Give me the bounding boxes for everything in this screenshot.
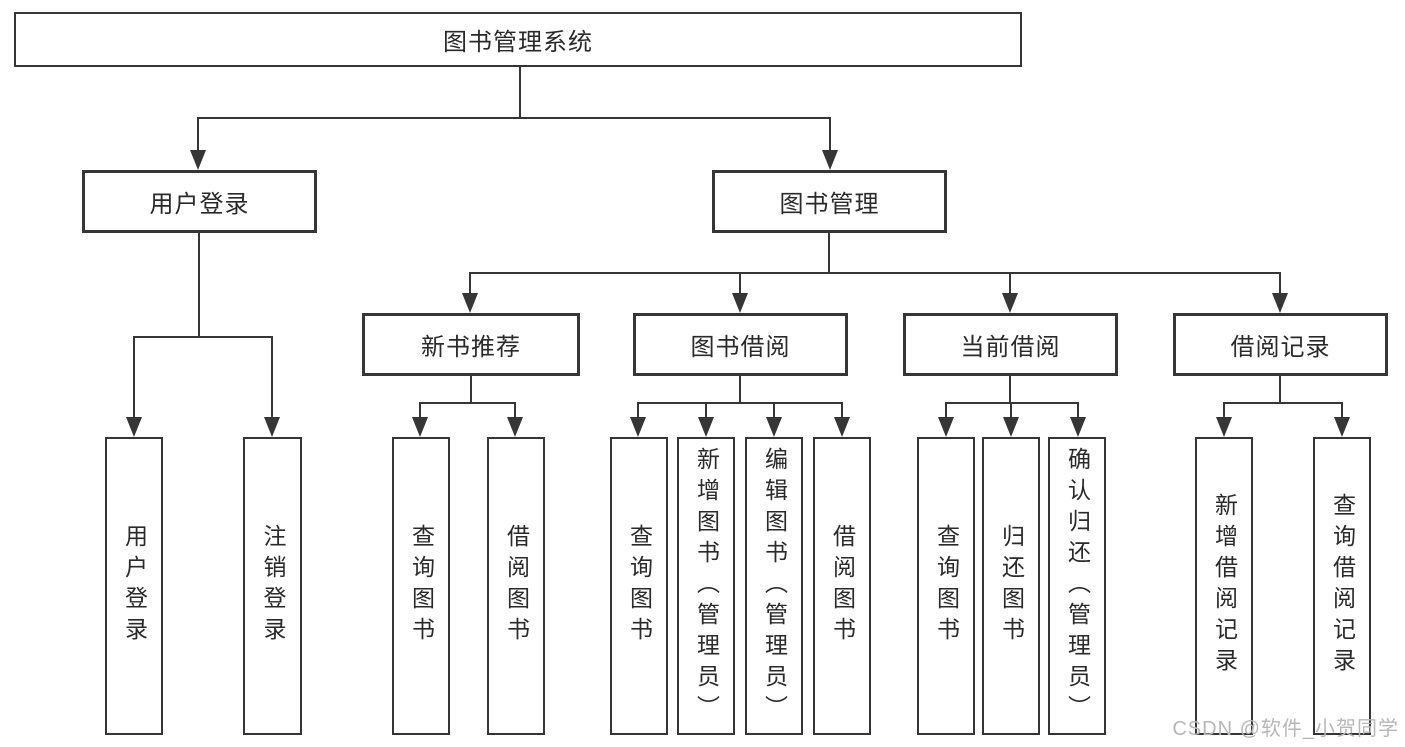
leaf-query-books-recommend-label: 查询图书 [408,524,435,648]
node-book-borrowing-label: 图书借阅 [690,334,791,361]
node-book-borrowing: 图书借阅 [633,313,848,376]
node-user-login-label: 用户登录 [149,191,250,218]
arrow-down-icon [766,417,782,437]
connector-line [841,402,843,419]
leaf-query-books-borrowing: 查询图书 [610,437,668,735]
node-book-management-label: 图书管理 [779,191,880,218]
leaf-borrow-books-label: 借阅图书 [829,524,856,648]
connector-line [419,402,421,419]
arrow-down-icon [190,150,206,170]
node-borrowing-records: 借阅记录 [1173,313,1388,376]
connector-line [945,402,947,419]
node-root-label: 图书管理系统 [443,29,593,56]
leaf-query-books-current-label: 查询图书 [933,524,960,648]
leaf-borrow-books: 借阅图书 [813,437,871,735]
arrow-down-icon [462,293,478,313]
arrow-down-icon [822,150,838,170]
connector-line [1223,402,1225,419]
leaf-add-borrow-record: 新增借阅记录 [1195,437,1253,735]
connector-line [419,402,516,404]
connector-line [1279,272,1281,296]
arrow-down-icon [834,417,850,437]
connector-line [739,376,741,404]
leaf-query-books-recommend: 查询图书 [392,437,450,735]
connector-line [133,336,273,338]
leaf-user-login-label: 用户登录 [121,524,148,648]
arrow-down-icon [412,417,428,437]
leaf-confirm-return-admin: 确认归还（管理员） [1048,437,1106,735]
connector-line [637,402,639,419]
leaf-add-books-admin: 新增图书（管理员） [677,437,735,735]
arrow-down-icon [732,293,748,313]
connector-line [1279,376,1281,404]
leaf-add-books-admin-label: 新增图书（管理员） [693,446,720,726]
leaf-user-login: 用户登录 [105,437,163,735]
connector-line [705,402,707,419]
arrow-down-icon [1216,417,1232,437]
csdn-watermark: CSDN @软件_小贺同学 [1172,718,1399,740]
leaf-confirm-return-admin-label: 确认归还（管理员） [1064,446,1091,726]
arrow-down-icon [630,417,646,437]
arrow-down-icon [507,417,523,437]
connector-line [514,402,516,419]
connector-line [829,117,831,153]
node-root: 图书管理系统 [14,12,1022,67]
arrow-down-icon [1272,293,1288,313]
connector-line [739,272,741,296]
leaf-borrow-books-recommend-label: 借阅图书 [503,524,530,648]
leaf-add-borrow-record-label: 新增借阅记录 [1211,493,1238,679]
connector-line [637,402,843,404]
leaf-logout: 注销登录 [243,437,302,735]
node-borrowing-records-label: 借阅记录 [1230,334,1331,361]
connector-line [197,117,831,119]
arrow-down-icon [698,417,714,437]
connector-line [133,336,135,420]
node-book-management: 图书管理 [712,170,947,233]
arrow-down-icon [1334,417,1350,437]
leaf-query-books-borrowing-label: 查询图书 [626,524,653,648]
arrow-down-icon [1003,417,1019,437]
leaf-query-books-current: 查询图书 [917,437,975,735]
node-new-book-recommend: 新书推荐 [362,313,580,376]
leaf-borrow-books-recommend: 借阅图书 [487,437,545,735]
leaf-logout-label: 注销登录 [260,524,286,648]
connector-line [773,402,775,419]
node-current-borrowing-label: 当前借阅 [960,334,1061,361]
connector-line [1341,402,1343,419]
connector-line [271,336,273,420]
connector-line [519,67,521,118]
connector-line [469,272,471,296]
connector-line [469,272,1281,274]
node-current-borrowing: 当前借阅 [903,313,1118,376]
arrow-down-icon [938,417,954,437]
node-new-book-recommend-label: 新书推荐 [421,334,521,361]
connector-line [1009,272,1011,296]
arrow-down-icon [1070,417,1086,437]
connector-line [1077,402,1079,419]
leaf-edit-books-admin: 编辑图书（管理员） [745,437,803,735]
leaf-return-books-label: 归还图书 [998,524,1025,648]
connector-line [1223,402,1343,404]
connector-line [945,402,1079,404]
connector-line [1009,376,1011,404]
connector-line [470,376,472,404]
leaf-return-books: 归还图书 [982,437,1040,735]
connector-line [828,233,830,274]
connector-line [1010,402,1012,419]
leaf-edit-books-admin-label: 编辑图书（管理员） [761,446,788,726]
arrow-down-icon [1002,293,1018,313]
connector-line [198,233,200,338]
connector-line [197,117,199,153]
leaf-query-borrow-record: 查询借阅记录 [1313,437,1371,735]
arrow-down-icon [126,417,142,437]
leaf-query-borrow-record-label: 查询借阅记录 [1329,493,1356,679]
arrow-down-icon [264,417,280,437]
node-user-login: 用户登录 [82,170,317,233]
